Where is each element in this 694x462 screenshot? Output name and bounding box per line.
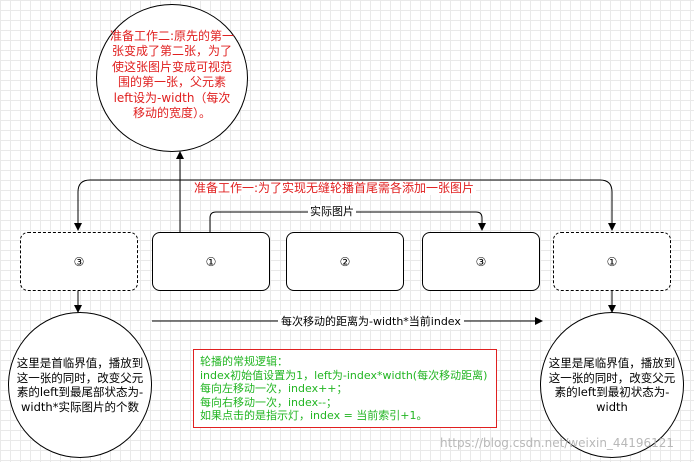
right-boundary-ellipse: 这里是尾临界值，播放到这一张的同时，改变父元素的left到最初状态为-width — [540, 312, 684, 458]
prep-step-1-label: 准备工作一:为了实现无缝轮播首尾需各添加一张图片 — [192, 181, 477, 195]
slide-2-label: ② — [339, 254, 351, 269]
slide-clone-last-label: ③ — [73, 254, 85, 269]
slide-1-label: ① — [205, 254, 217, 269]
top-bracket-right-arrow — [180, 179, 616, 231]
logic-title: 轮播的常规逻辑： — [200, 355, 288, 368]
top-bracket-left-arrow — [74, 179, 180, 231]
slide-clone-first-label: ① — [606, 254, 618, 269]
prep-step-2-text: 准备工作二:原先的第一张变成了第二张，为了使这张图片变成可视范围的第一张，父元素… — [109, 28, 235, 121]
actual-images-label: 实际图片 — [308, 205, 356, 219]
slide-3: ③ — [422, 232, 540, 291]
slide-3-label: ③ — [475, 254, 487, 269]
left-boundary-text: 这里是首临界值，播放到这一张的同时，改变父元素的left到最尾部状态为-widt… — [16, 356, 144, 414]
slide-1: ① — [152, 232, 270, 291]
prep-step-2-ellipse: 准备工作二:原先的第一张变成了第二张，为了使这张图片变成可视范围的第一张，父元素… — [96, 4, 248, 152]
logic-line: 每向左移动一次，index++； — [200, 382, 348, 395]
slide-clone-first: ① — [553, 232, 671, 291]
logic-line: 每向右移动一次，index--； — [200, 395, 338, 409]
slide-2: ② — [286, 232, 404, 291]
right-boundary-text: 这里是尾临界值，播放到这一张的同时，改变父元素的left到最初状态为-width — [548, 356, 676, 414]
slide-clone-last: ③ — [20, 232, 138, 291]
logic-line: 如果点击的是指示灯，index = 当前索引+1。 — [200, 409, 428, 422]
move-distance-label: 每次移动的距离为-width*当前index — [278, 315, 464, 329]
logic-line: index初始值设置为1，left为-index*width(每次移动距离) — [200, 368, 488, 382]
left-boundary-ellipse: 这里是首临界值，播放到这一张的同时，改变父元素的left到最尾部状态为-widt… — [8, 312, 152, 458]
watermark-url: https://blog.csdn.net/weixin_44196121 — [440, 436, 675, 450]
carousel-logic-box: 轮播的常规逻辑： index初始值设置为1，left为-index*width(… — [193, 349, 497, 428]
